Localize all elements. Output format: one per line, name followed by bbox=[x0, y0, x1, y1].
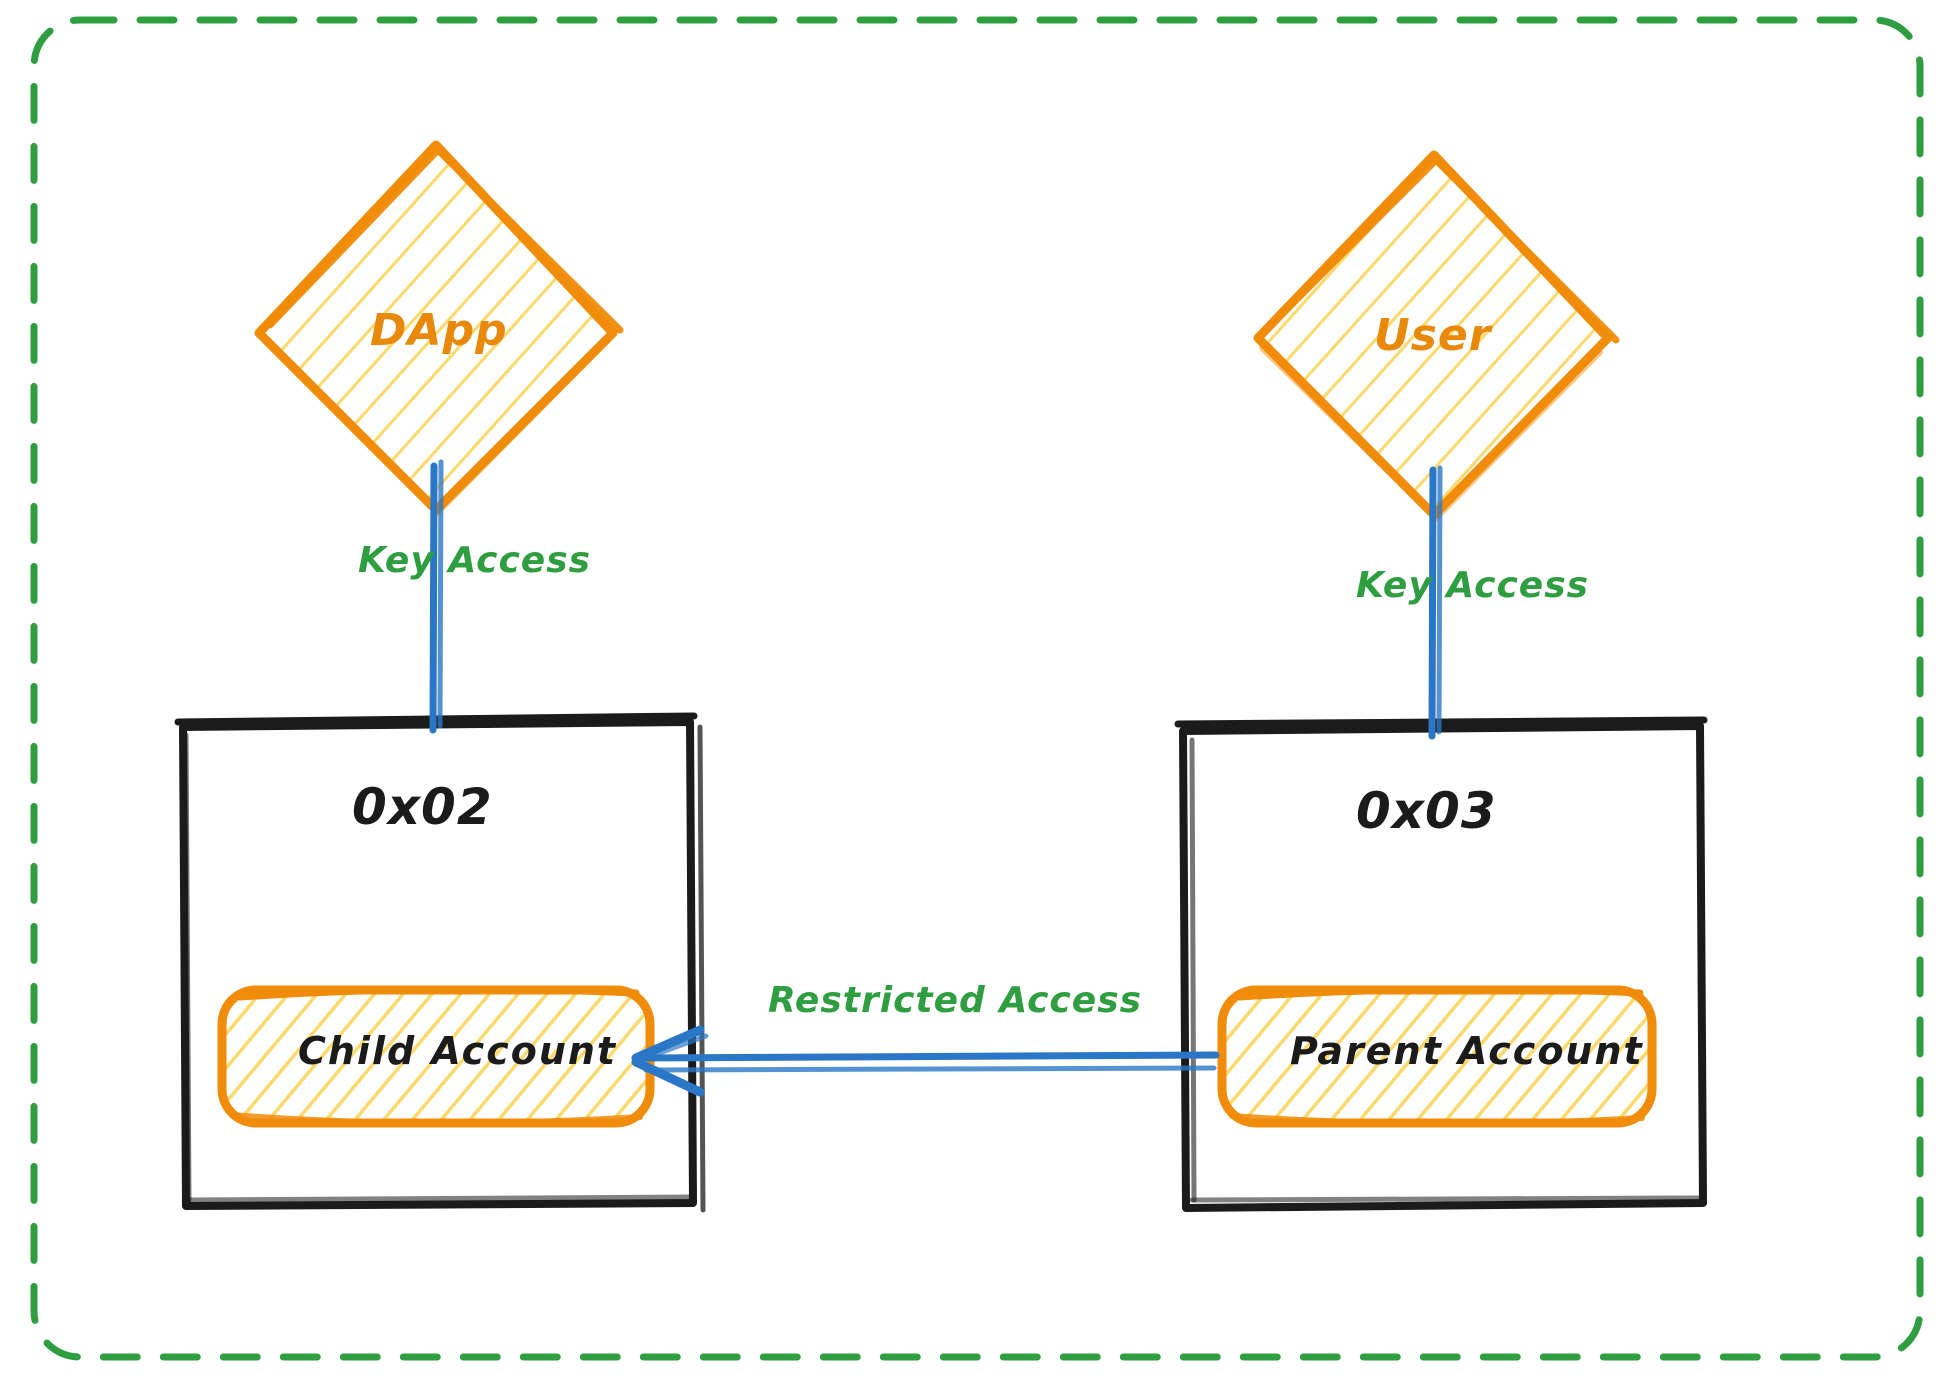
node-child-shape[interactable] bbox=[217, 985, 655, 1128]
node-dapp-shape[interactable] bbox=[254, 140, 624, 517]
node-user-label: User bbox=[1374, 310, 1492, 361]
node-dapp-label: DApp bbox=[370, 305, 508, 356]
node-child-label: Child Account bbox=[298, 1029, 618, 1073]
node-acct03-label: 0x03 bbox=[1356, 782, 1497, 840]
node-acct02-label: 0x02 bbox=[352, 778, 493, 836]
edge-parent-to-child bbox=[631, 1025, 1220, 1097]
edge-user-to-parent-label: Key Access bbox=[1356, 565, 1590, 606]
diagram-boundary bbox=[30, 16, 1924, 1361]
edge-dapp-to-child bbox=[429, 459, 444, 734]
edge-user-to-parent bbox=[1428, 465, 1443, 740]
node-parent-shape[interactable] bbox=[1217, 985, 1657, 1128]
edge-dapp-to-child-label: Key Access bbox=[358, 540, 592, 581]
edge-parent-to-child-label: Restricted Access bbox=[768, 980, 1143, 1021]
node-parent-label: Parent Account bbox=[1290, 1029, 1644, 1073]
